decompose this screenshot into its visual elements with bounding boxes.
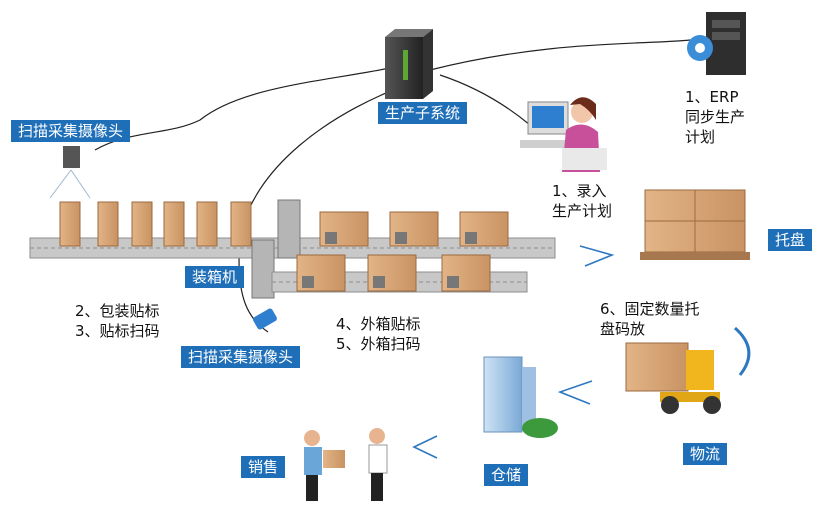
step-pack-label: 2、包装贴标 3、贴标扫码: [75, 302, 160, 340]
step-input-plan: 1、录入 生产计划: [552, 182, 613, 220]
label-logistics: 物流: [683, 443, 728, 465]
erp-server-icon: [687, 12, 746, 75]
step-pallet-stack: 6、固定数量托 盘码放: [600, 300, 700, 338]
operator-computer-icon: [520, 97, 607, 172]
step-erp-sync: 1、ERP 同步生产 计划: [685, 88, 746, 146]
outer-cartons-lower: [296, 254, 491, 292]
carton-barcodes: [302, 232, 477, 288]
product-boxes: [59, 201, 252, 247]
sales-people-icon: [304, 428, 388, 501]
boxing-machine-icon: [251, 199, 301, 299]
forklift-icon: [625, 342, 721, 414]
warehouse-building-icon: [483, 356, 558, 438]
label-scan-camera-top: 扫描采集摄像头: [11, 120, 131, 142]
label-sales: 销售: [241, 456, 286, 478]
step-outer-box: 4、外箱贴标 5、外箱扫码: [336, 315, 421, 353]
outer-cartons-upper: [319, 211, 509, 247]
label-pallet: 托盘: [768, 229, 813, 251]
flow-arrows: [412, 245, 615, 459]
top-camera-icon: [49, 146, 91, 199]
label-boxing-machine: 装箱机: [185, 266, 245, 288]
pallet-stack-icon: [640, 189, 750, 260]
production-server-icon: [385, 29, 433, 99]
label-warehouse: 仓储: [484, 464, 529, 486]
label-scan-camera-bottom: 扫描采集摄像头: [181, 346, 301, 368]
bottom-camera-icon: [253, 308, 277, 330]
cycle-arrow-icon: [733, 326, 751, 376]
label-production-subsystem: 生产子系统: [378, 102, 468, 124]
